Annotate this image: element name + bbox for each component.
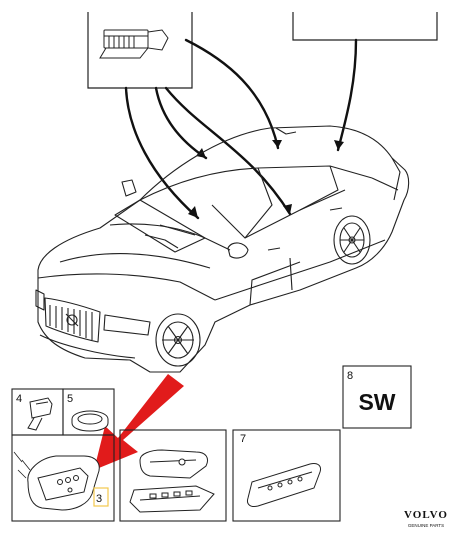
part-3-key-fob-illustration [13,451,100,511]
connector-part-illustration [99,29,169,59]
part-8-code: SW [358,389,395,415]
part-3-highlight-box [93,487,109,507]
callout-box-connector [87,12,193,89]
part-4-clip-illustration [27,397,53,431]
red-pointer-arrow [94,374,184,470]
part-5-battery-illustration [71,410,109,432]
part-7-key-card-illustration [247,463,321,507]
car-illustration [35,125,410,373]
part-shell-illustration [129,449,215,513]
callout-box-top-right [292,12,438,41]
part-8-number: 8 [347,370,353,382]
brand-tagline: GENUINE PARTS [408,523,444,528]
leader-lines [124,38,358,220]
part-7-number: 7 [240,433,246,445]
part-5-number: 5 [67,393,73,405]
parts-grid [11,365,412,522]
brand-logo: VOLVO [404,509,448,521]
part-4-number: 4 [16,393,22,405]
leader-arrowheads [188,140,344,218]
part-3-number: 3 [96,493,102,505]
